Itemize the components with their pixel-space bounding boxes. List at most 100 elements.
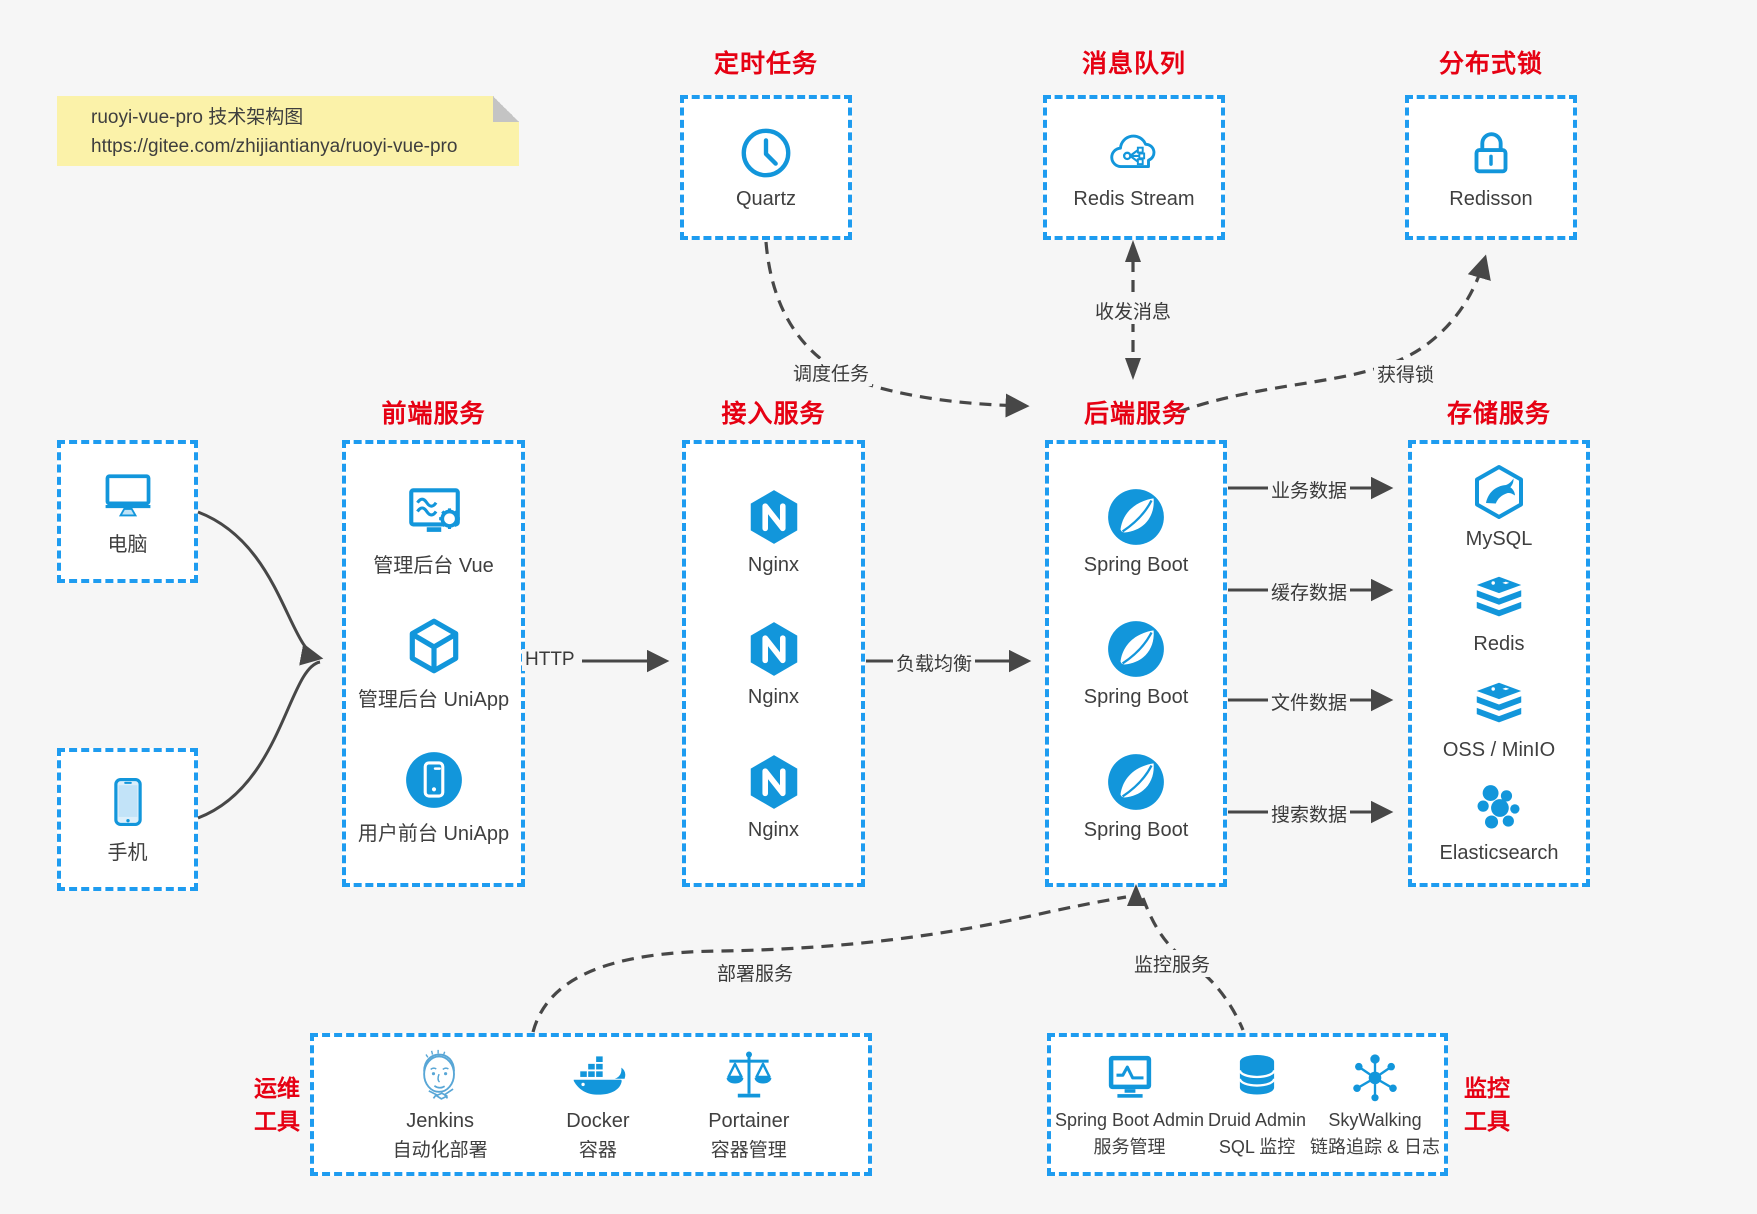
- skywalking-sublabel: 链路追踪 & 日志: [1310, 1137, 1441, 1157]
- spring-icon: [1105, 618, 1167, 680]
- docker-item: Docker 容器: [566, 1048, 630, 1162]
- redisson-item: Redisson: [1449, 124, 1533, 211]
- elasticsearch-label: Elasticsearch: [1439, 841, 1559, 864]
- pc-client-box: 电脑: [57, 440, 198, 583]
- spring-boot-item: Spring Boot: [1083, 618, 1189, 709]
- admin-vue-label: 管理后台 Vue: [373, 555, 494, 577]
- edge-label-load-balance: 负载均衡: [893, 649, 976, 676]
- desktop-icon: [100, 466, 156, 522]
- jenkins-item: Jenkins 自动化部署: [393, 1048, 488, 1162]
- edge-mobile-to-frontend: [197, 660, 321, 820]
- skywalking-item: SkyWalking 链路追踪 & 日志: [1310, 1050, 1440, 1159]
- title-scheduled-jobs: 定时任务: [713, 50, 818, 78]
- edge-label-deploy: 部署服务: [714, 959, 797, 986]
- nginx-item: Nginx: [743, 618, 805, 709]
- title-backend-services: 后端服务: [1083, 400, 1188, 428]
- lock-icon: [1462, 124, 1520, 182]
- edge-lock: [1177, 254, 1491, 414]
- note-fold-corner: [493, 96, 519, 122]
- nginx-label: Nginx: [747, 553, 800, 576]
- edge-label-search-data: 搜索数据: [1268, 800, 1351, 827]
- jenkins-icon: [412, 1048, 468, 1104]
- admin-uniapp-label: 管理后台 UniApp: [357, 689, 510, 711]
- mysql-label: MySQL: [1465, 528, 1533, 551]
- redis-label: Redis: [1473, 633, 1525, 656]
- edge-label-schedule: 调度任务: [790, 359, 873, 386]
- edge-mq-arrow-up: [1125, 240, 1141, 262]
- title-gateway-services: 接入服务: [721, 400, 826, 428]
- edge-pc-to-frontend: [197, 510, 324, 666]
- nginx-icon: [743, 751, 805, 813]
- druid-admin-item: Druid Admin SQL 监控: [1208, 1050, 1306, 1159]
- spring-boot-item: Spring Boot: [1083, 751, 1189, 842]
- ops-tools-box: Jenkins 自动化部署 Docker 容器 Portainer 容器管理: [310, 1033, 872, 1176]
- quartz-box: Quartz: [680, 95, 852, 240]
- sticky-note: ruoyi-vue-pro 技术架构图 https://gitee.com/zh…: [57, 96, 519, 166]
- monitor-tools-box: Spring Boot Admin 服务管理 Druid Admin SQL 监…: [1047, 1033, 1448, 1176]
- nginx-label: Nginx: [747, 818, 800, 841]
- oss-minio-label: OSS / MinIO: [1442, 738, 1556, 761]
- monitor-label-line1: 监控: [1464, 1075, 1510, 1101]
- nginx-label: Nginx: [747, 686, 800, 708]
- edge-label-http: HTTP: [522, 649, 578, 671]
- edge-label-lock: 获得锁: [1374, 360, 1438, 387]
- monitor-tools-side-label: 监控 工具: [1456, 1072, 1518, 1139]
- ops-tools-side-label: 运维 工具: [246, 1072, 308, 1139]
- edge-label-business-data: 业务数据: [1268, 476, 1351, 503]
- admin-vue-icon: [403, 481, 465, 543]
- clock-icon: [737, 124, 795, 182]
- note-url: https://gitee.com/zhijiantianya/ruoyi-vu…: [91, 136, 458, 158]
- redisson-label: Redisson: [1449, 188, 1533, 210]
- cloud-stream-icon: [1105, 124, 1163, 182]
- elasticsearch-item: Elasticsearch: [1439, 780, 1559, 865]
- spring-icon: [1105, 486, 1167, 548]
- edge-label-monitor: 监控服务: [1131, 950, 1214, 977]
- mysql-item: MySQL: [1465, 462, 1533, 551]
- spring-boot-admin-sublabel: 服务管理: [1093, 1137, 1166, 1157]
- redis-stream-box: Redis Stream: [1043, 95, 1225, 240]
- edge-deploy: [531, 895, 1127, 1033]
- redis-icon: [1470, 569, 1528, 627]
- redis-stream-label: Redis Stream: [1073, 188, 1195, 210]
- user-uniapp-label: 用户前台 UniApp: [357, 823, 510, 845]
- title-frontend-services: 前端服务: [381, 400, 486, 428]
- docker-icon: [570, 1048, 626, 1104]
- jenkins-label: Jenkins: [406, 1109, 475, 1132]
- redis-stream-item: Redis Stream: [1073, 124, 1195, 211]
- user-uniapp-item: 用户前台 UniApp: [358, 749, 509, 846]
- storage-stack-icon: [1470, 675, 1528, 733]
- nginx-item: Nginx: [743, 486, 805, 577]
- ops-label-line1: 运维: [254, 1075, 300, 1101]
- druid-admin-label: Druid Admin: [1208, 1110, 1307, 1130]
- monitor-label-line2: 工具: [1464, 1108, 1510, 1135]
- smartphone-icon: [100, 774, 156, 830]
- oss-minio-item: OSS / MinIO: [1443, 675, 1555, 762]
- title-message-queue: 消息队列: [1081, 50, 1186, 78]
- sba-icon: [1103, 1050, 1157, 1104]
- ops-label-line2: 工具: [254, 1108, 300, 1135]
- elasticsearch-icon: [1471, 780, 1527, 836]
- edge-label-cache-data: 缓存数据: [1268, 578, 1351, 605]
- spring-boot-label: Spring Boot: [1083, 818, 1189, 841]
- gateway-services-box: Nginx Nginx Nginx: [682, 440, 865, 887]
- spring-boot-admin-item: Spring Boot Admin 服务管理: [1055, 1050, 1204, 1159]
- backend-services-box: Spring Boot Spring Boot Spring Boot: [1045, 440, 1227, 887]
- nginx-icon: [743, 618, 805, 680]
- edge-mq-arrow-down: [1125, 358, 1141, 380]
- mysql-icon: [1469, 462, 1529, 522]
- cube-icon: [403, 615, 465, 677]
- portainer-item: Portainer 容器管理: [708, 1048, 789, 1162]
- quartz-item: Quartz: [736, 124, 796, 211]
- spring-boot-admin-label: Spring Boot Admin: [1054, 1110, 1205, 1130]
- portainer-label: Portainer: [708, 1109, 790, 1132]
- nginx-item: Nginx: [743, 751, 805, 842]
- edge-backend-up-arrow: [1127, 884, 1145, 906]
- edge-label-mq: 收发消息: [1092, 297, 1175, 324]
- portainer-icon: [721, 1048, 777, 1104]
- spring-boot-label: Spring Boot: [1083, 553, 1189, 576]
- spring-boot-item: Spring Boot: [1083, 486, 1189, 577]
- title-distributed-lock: 分布式锁: [1438, 50, 1543, 78]
- docker-label: Docker: [566, 1109, 630, 1132]
- spring-boot-label: Spring Boot: [1083, 686, 1189, 708]
